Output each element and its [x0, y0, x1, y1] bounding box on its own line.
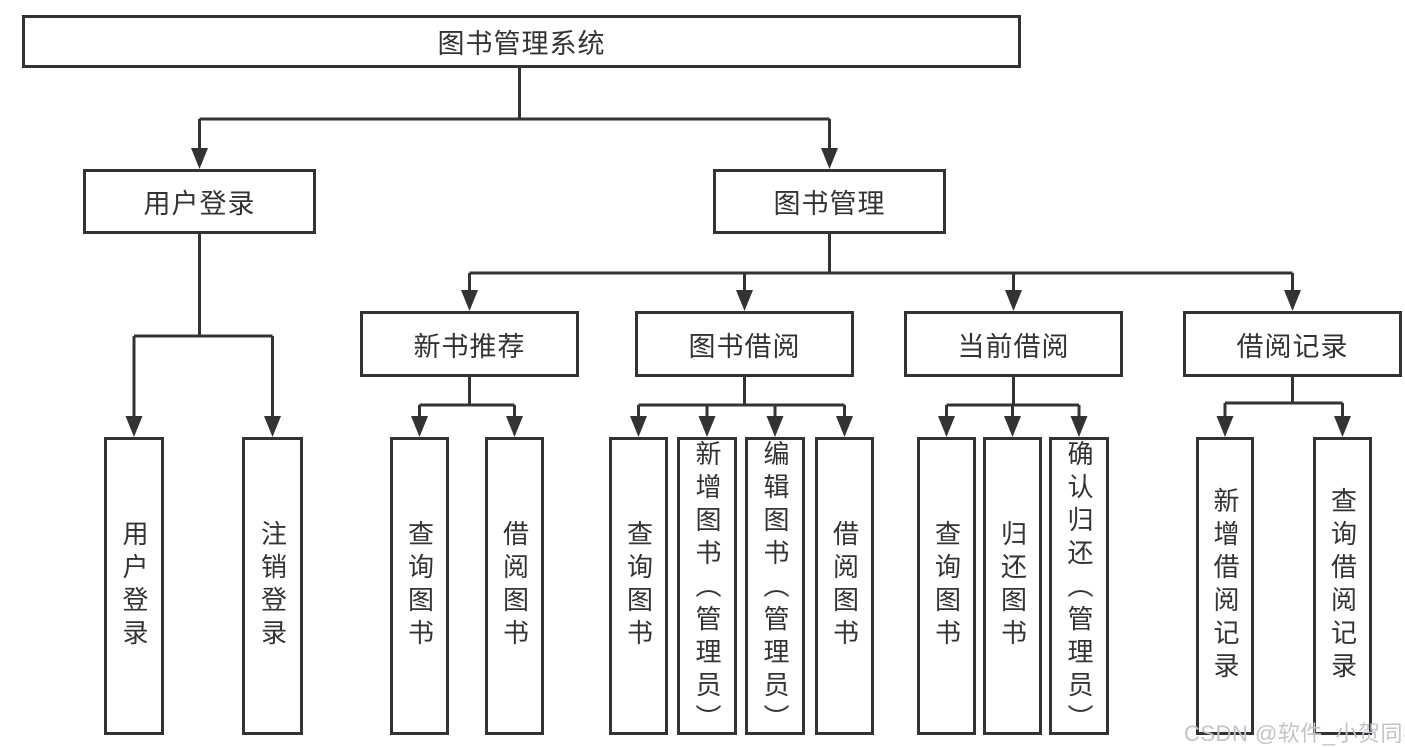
leaf-query-books: 查询图书 [609, 437, 668, 735]
leaf-user-login: 用户登录 [104, 437, 164, 735]
leaf-query-books: 查询图书 [390, 437, 449, 735]
leaf-add-books-admin: 新增图书（管理员） [677, 437, 737, 737]
node-label: 借阅记录 [1236, 331, 1349, 362]
leaf-query-borrow-record: 查询借阅记录 [1313, 437, 1372, 735]
node-label: 图书借阅 [688, 331, 801, 362]
node-user-login: 用户登录 [83, 169, 316, 234]
node-label: 编辑图书（管理员） [760, 440, 790, 737]
node-library-management-system: 图书管理系统 [22, 15, 1021, 68]
leaf-add-borrow-record: 新增借阅记录 [1196, 437, 1254, 735]
node-label: 确认归还（管理员） [1064, 440, 1094, 737]
node-label: 查询图书 [931, 520, 962, 652]
node-new-book-recommend: 新书推荐 [360, 311, 579, 377]
leaf-edit-books-admin: 编辑图书（管理员） [745, 437, 805, 737]
leaf-return-books: 归还图书 [983, 437, 1042, 735]
csdn-watermark: CSDN @软件_小贺同学 [1184, 721, 1405, 746]
node-label: 用户登录 [119, 520, 149, 652]
leaf-confirm-return-admin: 确认归还（管理员） [1049, 437, 1109, 737]
node-label: 归还图书 [997, 520, 1028, 652]
node-label: 查询图书 [404, 520, 435, 652]
leaf-borrow-books: 借阅图书 [485, 437, 544, 735]
node-label: 新增图书（管理员） [692, 440, 722, 737]
node-book-management: 图书管理 [713, 169, 946, 234]
leaf-logout: 注销登录 [242, 437, 303, 735]
node-label: 查询图书 [623, 520, 654, 652]
node-label: 图书管理 [773, 189, 886, 219]
node-label: 当前借阅 [957, 331, 1070, 362]
leaf-query-books: 查询图书 [917, 437, 976, 735]
node-label: 新书推荐 [413, 331, 526, 362]
node-current-borrowing: 当前借阅 [904, 311, 1123, 377]
node-book-borrowing: 图书借阅 [635, 311, 854, 377]
node-label: 新增借阅记录 [1210, 487, 1240, 685]
node-label: 查询借阅记录 [1327, 487, 1358, 685]
node-label: 图书管理系统 [437, 29, 606, 59]
node-label: 借阅图书 [499, 520, 530, 652]
node-label: 借阅图书 [829, 520, 860, 652]
node-label: 用户登录 [143, 189, 256, 219]
leaf-borrow-books: 借阅图书 [815, 437, 874, 735]
node-label: 注销登录 [257, 520, 288, 652]
node-borrowing-records: 借阅记录 [1183, 311, 1402, 377]
